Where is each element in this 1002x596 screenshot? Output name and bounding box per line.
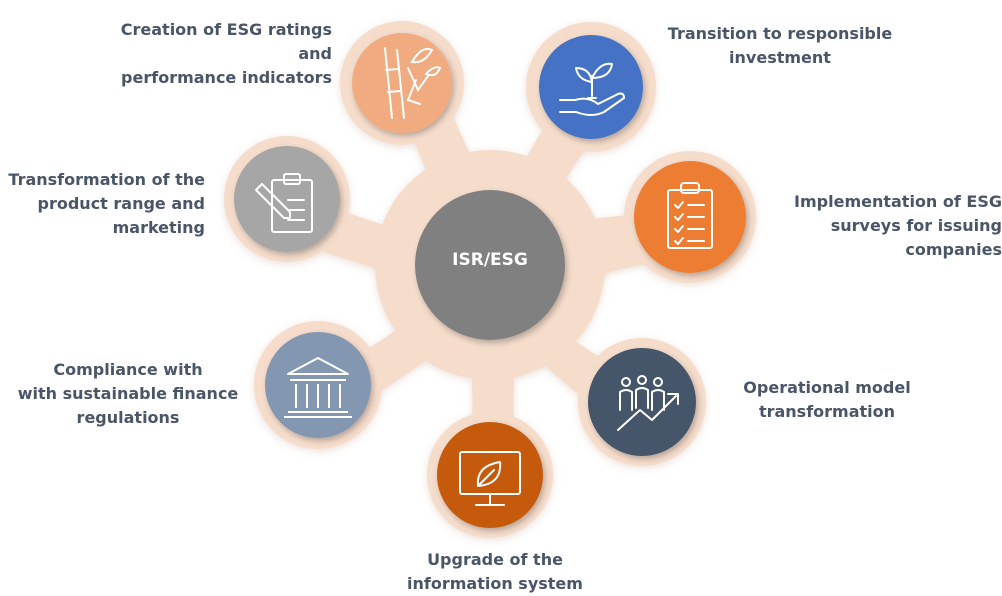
center-label: ISR/ESG <box>452 250 528 270</box>
label-compliance: Compliance with with sustainable finance… <box>17 360 239 427</box>
hand-plant-icon <box>559 62 625 116</box>
node-product <box>234 146 340 252</box>
institution-icon <box>284 357 352 418</box>
monitor-leaf-icon <box>459 451 521 506</box>
bamboo-icon <box>384 47 442 119</box>
clipboard-pen-icon <box>255 173 313 233</box>
node-compliance <box>265 332 371 438</box>
node-surveys <box>634 161 746 273</box>
node-information <box>437 422 543 528</box>
checklist-icon <box>667 182 713 249</box>
label-investment: Transition to responsible investment <box>667 24 893 67</box>
node-investment <box>539 35 643 139</box>
label-ratings: Creation of ESG ratings and performance … <box>120 20 332 87</box>
label-surveys: Implementation of ESG surveys for issuin… <box>794 192 1002 259</box>
label-operational: Operational model transformation <box>743 378 911 421</box>
node-circle-operational <box>588 348 696 456</box>
node-ratings <box>352 33 452 133</box>
node-circle-product <box>234 146 340 252</box>
node-circle-ratings <box>352 33 452 133</box>
label-information: Upgrade of the information system <box>407 550 583 593</box>
center-circle <box>415 190 565 340</box>
team-growth-icon <box>617 375 679 431</box>
label-product: Transformation of the product range and … <box>8 170 205 237</box>
node-operational <box>588 348 696 456</box>
